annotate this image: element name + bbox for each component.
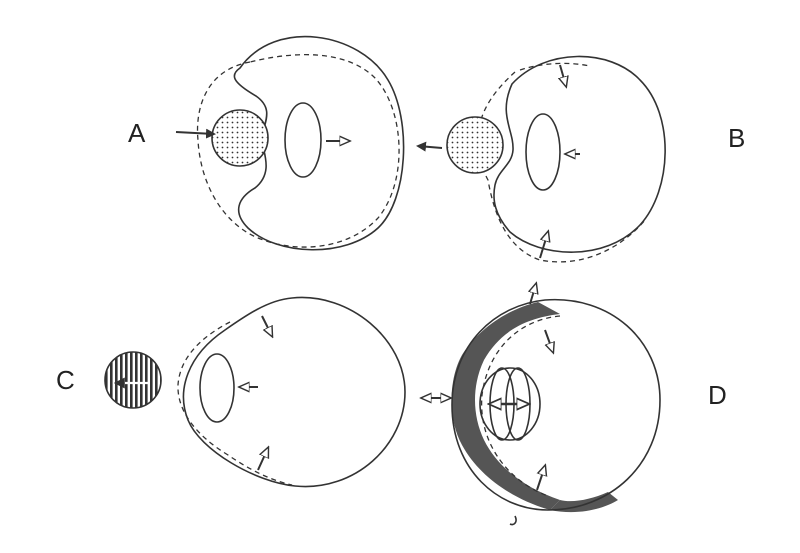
panel-c-diagram — [104, 296, 406, 488]
panel-b-bottom-wall-arrow — [539, 232, 548, 259]
panel-c-top-wall-arrow — [261, 315, 272, 336]
panel-d-diagram — [422, 284, 661, 526]
panel-c-globe — [182, 296, 406, 488]
panel-b-upper-dash — [519, 62, 591, 71]
panel-b-globe — [493, 55, 666, 253]
panel-label-a: A — [128, 118, 146, 148]
panel-a-impact-ball — [211, 109, 269, 167]
panel-c-bottom-wall-arrow — [257, 448, 268, 471]
panel-d-top-out-arrow — [530, 284, 536, 305]
panel-label-b: B — [728, 123, 746, 153]
panel-a-force-arrow — [175, 128, 216, 139]
panel-d-lens-outer — [479, 367, 541, 441]
panel-c-original-outline — [177, 321, 293, 486]
panel-b-rebound-arrow — [416, 141, 443, 152]
panel-a-original-outline — [196, 54, 400, 248]
panel-d-tail-mark — [509, 515, 517, 526]
panel-d-globe — [451, 298, 661, 511]
panel-c-lens — [199, 353, 235, 423]
panel-d-bottom-in-arrow — [536, 466, 545, 491]
panel-d-wall-crescent — [451, 302, 560, 510]
panel-c-departing-ball — [104, 351, 162, 409]
panel-b-diagram — [416, 55, 666, 263]
panel-b-lens — [525, 113, 561, 191]
panel-label-c: C — [56, 365, 75, 395]
panel-d-top-in-arrow — [544, 329, 553, 352]
panel-a-lens — [284, 102, 322, 178]
panel-a-diagram — [175, 35, 405, 251]
panel-b-rebound-ball — [446, 116, 504, 174]
panel-label-d: D — [708, 380, 727, 410]
panel-b-original-outline — [477, 71, 646, 263]
panel-b-top-wall-arrow — [560, 64, 566, 86]
panel-d-inner-dash — [480, 315, 561, 497]
panel-a-deformed-globe — [233, 35, 405, 251]
